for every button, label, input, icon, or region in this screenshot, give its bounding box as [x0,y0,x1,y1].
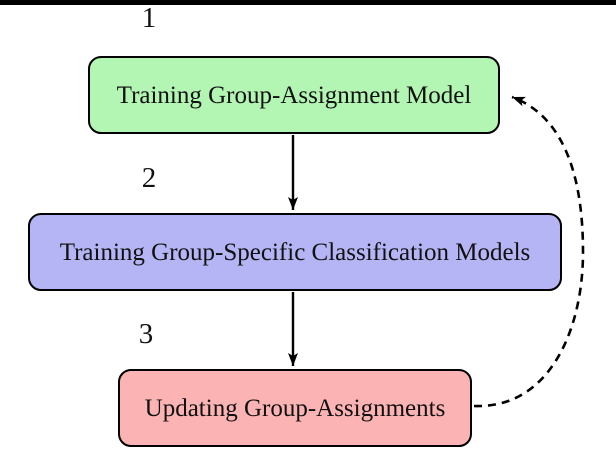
node-updating-group-assignments: Updating Group-Assignments [118,369,472,447]
figure-top-rule [0,0,616,5]
node-label: Updating Group-Assignments [144,394,446,422]
step-number-1: 1 [141,2,157,34]
node-training-group-assignment-model: Training Group-Assignment Model [88,56,500,134]
node-training-group-specific-classification-models: Training Group-Specific Classification M… [28,213,562,291]
node-label: Training Group-Specific Classification M… [59,238,531,266]
node-label: Training Group-Assignment Model [116,81,472,109]
step-number-2: 2 [141,162,157,194]
step-number-3: 3 [138,318,154,350]
